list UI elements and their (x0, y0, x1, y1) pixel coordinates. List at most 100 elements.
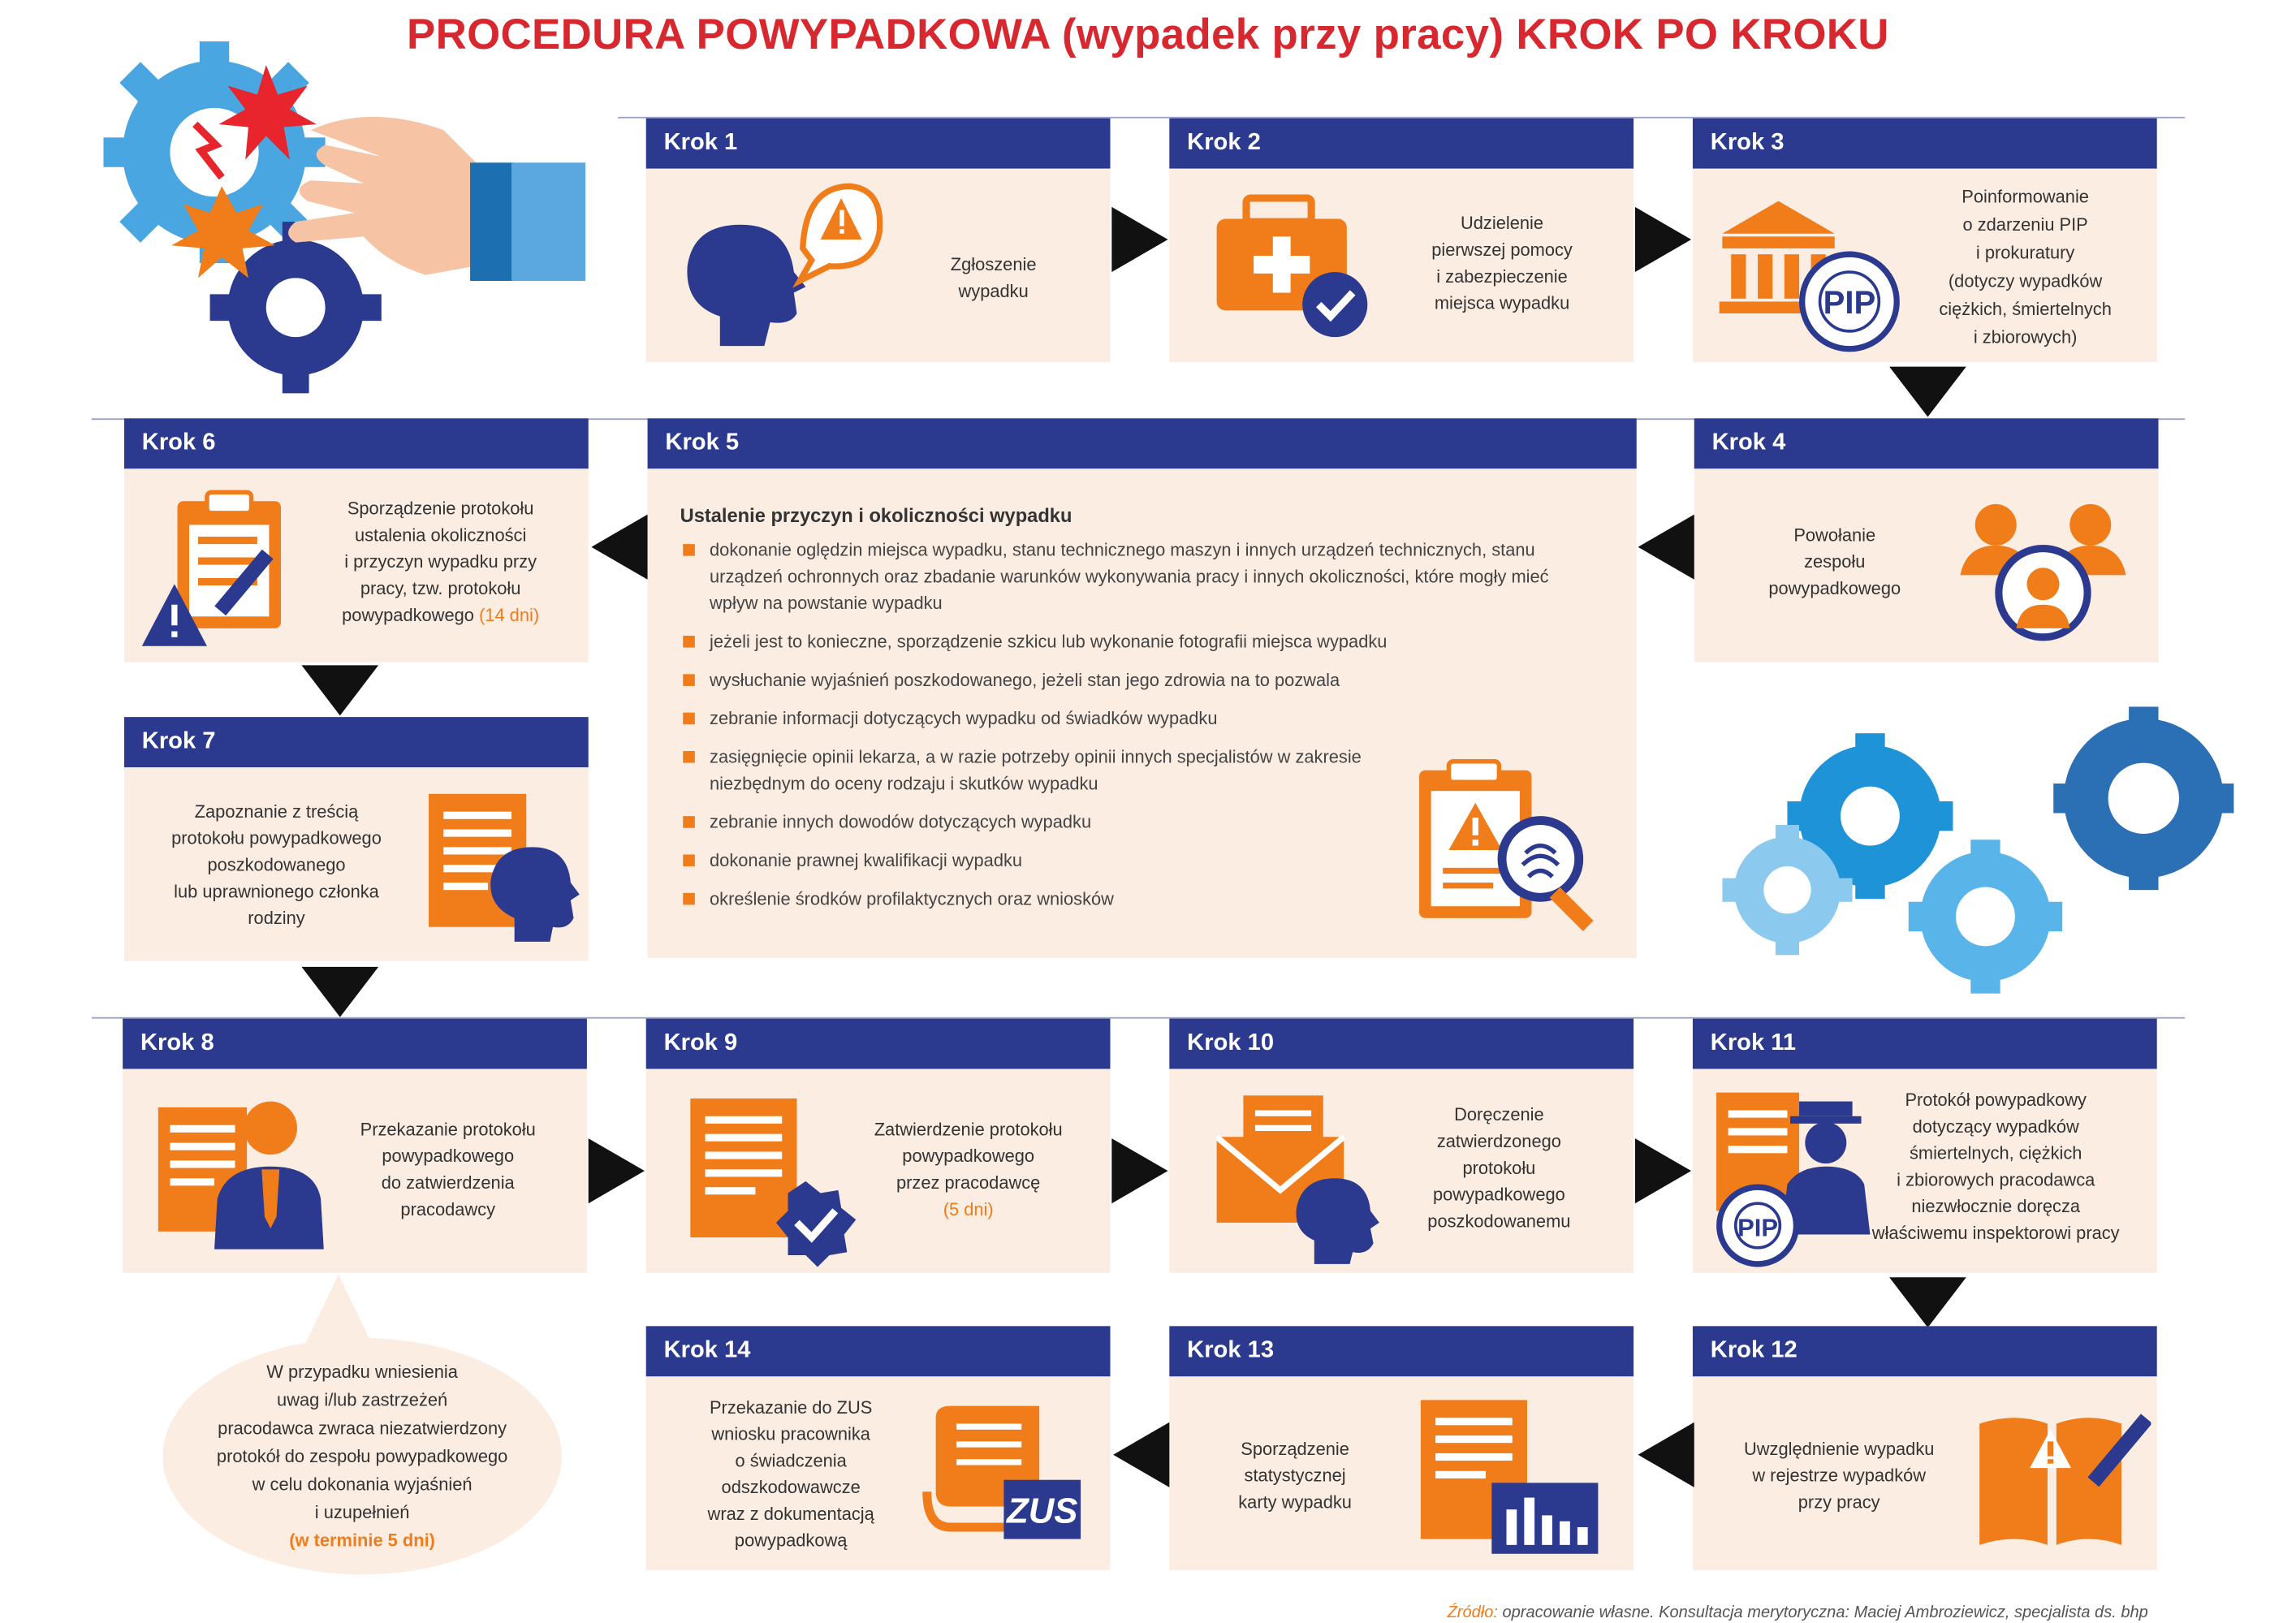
step-5-header: Krok 5 (647, 418, 1637, 469)
spark-icon (218, 65, 317, 160)
inspector-pip-icon: PIP (1716, 1092, 1871, 1267)
list-item: jeżeli jest to konieczne, sporządzenie s… (680, 628, 1568, 655)
note-bubble-tail (305, 1274, 372, 1343)
step-10-header: Krok 10 (1169, 1018, 1634, 1069)
arrow-left (591, 514, 648, 580)
clipboard-pencil-warning-icon (141, 490, 281, 646)
statistics-card-icon (1420, 1400, 1599, 1554)
gear-icon (1722, 825, 1853, 956)
arrow-down (301, 665, 379, 716)
arrow-right (588, 1138, 645, 1204)
row-rule (91, 1017, 2186, 1019)
step-2-header: Krok 2 (1169, 118, 1634, 169)
step-7-header: Krok 7 (123, 717, 589, 768)
svg-text:PIP: PIP (1737, 1213, 1778, 1241)
gear-icon (2053, 706, 2234, 891)
team-icon (1960, 503, 2126, 641)
step-1-header: Krok 1 (645, 118, 1111, 169)
gears-hand-illustration (103, 41, 586, 394)
arrow-left (1638, 514, 1694, 580)
arrow-right (1111, 1138, 1168, 1204)
arrow-right (1634, 206, 1692, 273)
step-5-heading: Ustalenie przyczyn i okoliczności wypadk… (680, 503, 1072, 527)
deadline-note: (w terminie 5 dni) (289, 1530, 435, 1552)
step-5-list: dokonanie oględzin miejsca wypadku, stan… (680, 537, 1568, 924)
hand-icon (288, 116, 586, 281)
step-5: Krok 5 Ustalenie przyczyn i okoliczności… (647, 418, 1637, 958)
deadline-14-days: (14 dni) (479, 604, 540, 626)
first-aid-kit-icon (1216, 194, 1368, 338)
source-note: Źródło: opracowanie własne. Konsultacja … (1447, 1604, 2148, 1622)
zus-logo-text: ZUS (1005, 1491, 1077, 1531)
step-13-header: Krok 13 (1169, 1326, 1634, 1377)
page-title: PROCEDURA POWYPADKOWA (wypadek przy prac… (407, 11, 1889, 59)
row-rule (618, 116, 2186, 119)
arrow-right (1111, 206, 1168, 273)
lightning-icon (192, 121, 225, 180)
step-8-header: Krok 8 (123, 1018, 587, 1069)
institution-pip-icon: PIP (1719, 201, 1900, 352)
gear-icon (1787, 733, 1953, 900)
gears-cluster-illustration (1722, 706, 2234, 994)
zus-document-icon: ZUS (922, 1405, 1081, 1539)
gear-navy-icon (209, 222, 382, 394)
step-3-header: Krok 3 (1692, 118, 2157, 169)
gear-icon (1908, 840, 2063, 994)
arrow-down (301, 966, 379, 1017)
document-reader-icon (429, 793, 580, 942)
investigation-clipboard-icon (1419, 759, 1594, 931)
step-11-header: Krok 11 (1692, 1018, 2157, 1069)
list-item: zebranie innych dowodów dotyczących wypa… (680, 809, 1568, 835)
list-item: zasięgnięcie opinii lekarza, a w razie p… (680, 744, 1405, 797)
list-item: dokonanie prawnej kwalifikacji wypadku (680, 847, 1568, 874)
arrow-down (1889, 1277, 1966, 1328)
arrow-left (1113, 1422, 1170, 1487)
svg-text:PIP: PIP (1823, 285, 1876, 321)
list-item: wysłuchanie wyjaśnień poszkodowanego, je… (680, 667, 1568, 693)
step-6-header: Krok 6 (123, 418, 589, 469)
speaking-head-alert-icon (687, 183, 883, 347)
deadline-5-days: (5 dni) (943, 1198, 994, 1220)
spark-icon (171, 186, 275, 278)
envelope-person-icon (1215, 1095, 1379, 1264)
arrow-left (1638, 1422, 1694, 1487)
arrow-down (1889, 366, 1966, 417)
step-4-header: Krok 4 (1694, 418, 2159, 469)
list-item: określenie środków profilaktycznych oraz… (680, 886, 1568, 913)
arrow-right (1634, 1138, 1692, 1204)
step-9-header: Krok 9 (645, 1018, 1111, 1069)
document-approved-icon (690, 1098, 857, 1267)
document-employer-icon (158, 1101, 324, 1250)
list-item: zebranie informacji dotyczących wypadku … (680, 706, 1568, 732)
step-14-header: Krok 14 (645, 1326, 1111, 1377)
list-item: dokonanie oględzin miejsca wypadku, stan… (680, 537, 1568, 616)
